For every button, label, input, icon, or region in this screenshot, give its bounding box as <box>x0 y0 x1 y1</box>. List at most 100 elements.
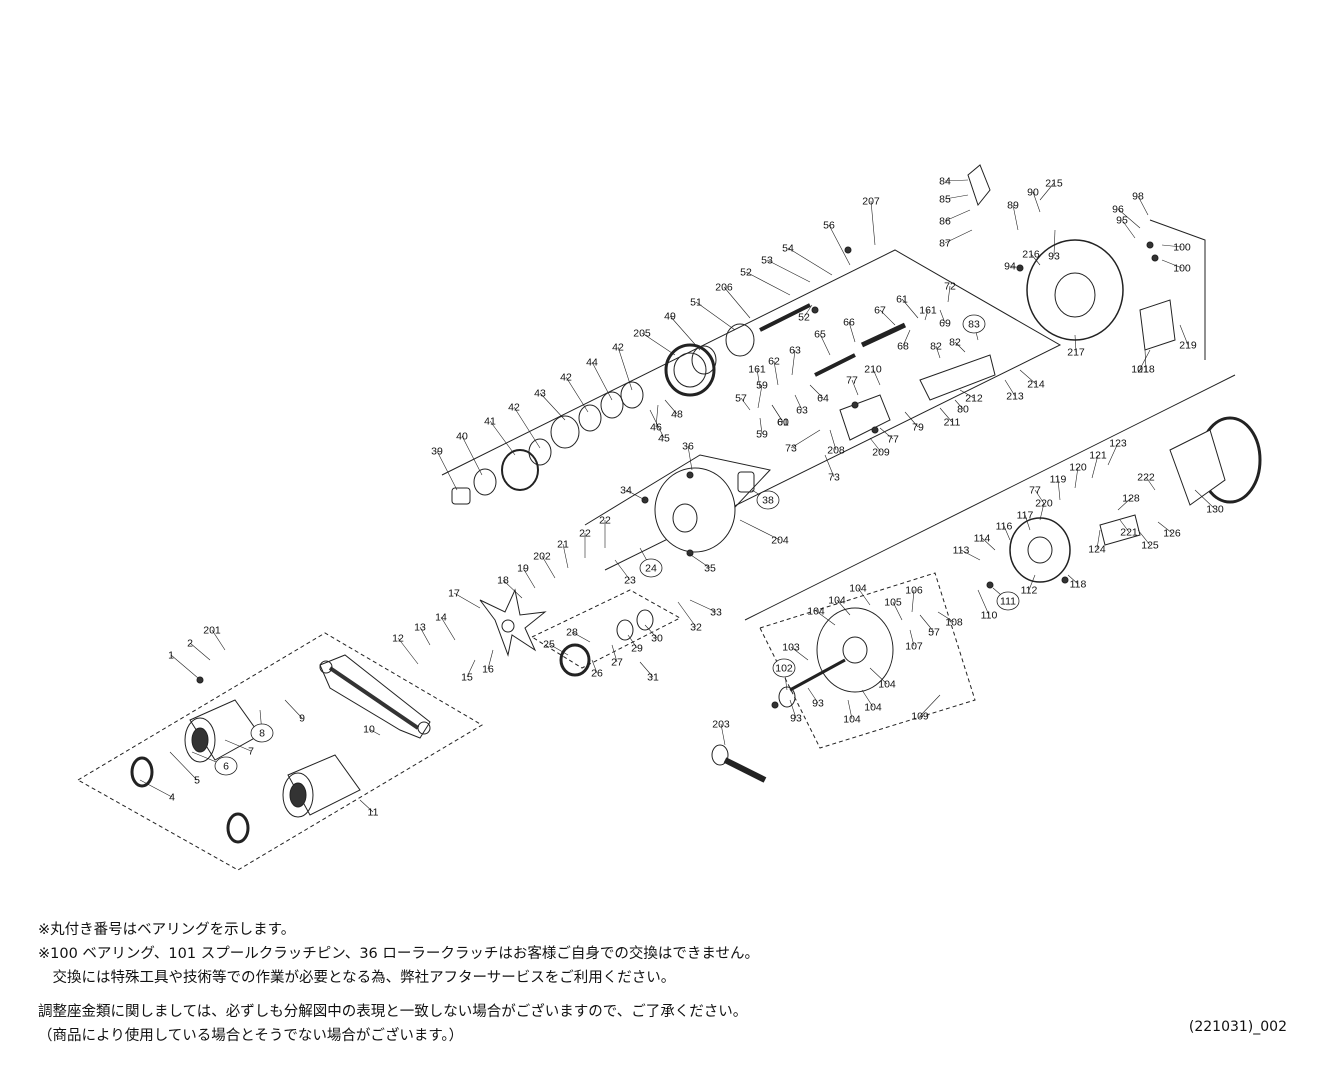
part-label: 29 <box>631 643 643 655</box>
part-label: 207 <box>862 196 880 208</box>
leader-line <box>739 519 781 541</box>
part-label: 82 <box>930 341 942 353</box>
part-label: 31 <box>647 672 659 684</box>
part-label: 218 <box>1137 364 1155 376</box>
leader-line <box>756 368 761 389</box>
part-label: 205 <box>633 328 651 340</box>
part-label: 211 <box>944 417 961 429</box>
part-label: 12 <box>392 633 404 645</box>
part-label: 221 <box>1120 527 1138 539</box>
leader-line <box>1161 259 1183 269</box>
handle-arm <box>319 654 431 739</box>
leader-line <box>1107 442 1119 466</box>
leader-line <box>359 799 374 813</box>
leader-line <box>641 332 676 356</box>
leader-line <box>461 435 483 476</box>
leader-line <box>1139 349 1151 370</box>
part-label: 206 <box>715 282 733 294</box>
leader-line <box>1028 574 1036 591</box>
leader-line <box>720 723 726 746</box>
part-label: 64 <box>817 393 829 405</box>
leader-line <box>959 389 975 399</box>
bearing-marker <box>756 490 780 510</box>
leader-line <box>1032 191 1041 213</box>
part-label: 61 <box>777 417 789 429</box>
leader-line <box>847 699 853 720</box>
part-label: 102 <box>775 663 793 675</box>
part-label: 54 <box>782 243 794 255</box>
leader-line <box>869 437 882 453</box>
leader-line <box>939 309 946 324</box>
gear-48 <box>691 345 717 375</box>
leader-line <box>571 631 591 643</box>
part-label: 104 <box>843 714 861 726</box>
part-label: 108 <box>945 617 963 629</box>
part-label: 104 <box>864 702 882 714</box>
part-label: 116 <box>996 521 1013 533</box>
part-label: 27 <box>611 657 623 669</box>
part-label: 16 <box>482 664 494 676</box>
leader-line <box>815 610 836 626</box>
part-label: 103 <box>782 642 800 654</box>
part-label: 202 <box>533 551 551 563</box>
main-shaft-205 <box>759 303 811 332</box>
leader-line <box>872 368 881 386</box>
part-label: 62 <box>768 356 780 368</box>
leader-line <box>1161 244 1183 248</box>
leader-line <box>944 194 969 200</box>
leader-line <box>790 429 821 449</box>
leader-line <box>924 309 929 321</box>
leader-line <box>757 384 763 409</box>
right-frame-line <box>744 374 1236 621</box>
part-label: 210 <box>864 364 882 376</box>
leader-line <box>790 646 809 661</box>
part-label: 106 <box>905 585 923 597</box>
part-label: 101 <box>1131 364 1149 376</box>
leader-line <box>789 699 797 719</box>
leader-line <box>440 616 456 641</box>
leader-line <box>224 739 252 752</box>
leader-line <box>677 601 697 628</box>
part-label: 203 <box>712 719 730 731</box>
part-label: 93 <box>790 713 802 725</box>
leader-line <box>759 417 763 435</box>
part-label: 87 <box>939 238 951 250</box>
leader-line <box>919 614 935 633</box>
leader-line <box>901 298 919 319</box>
leader-line <box>617 346 633 391</box>
leader-line <box>1004 379 1016 397</box>
bearing-marker <box>772 658 796 678</box>
part-label: 90 <box>1027 187 1039 199</box>
leader-line <box>655 404 659 428</box>
part-label: 212 <box>965 393 983 405</box>
leader-line <box>829 429 837 451</box>
leader-line <box>935 345 941 359</box>
leader-line <box>803 304 813 318</box>
leader-line <box>1057 478 1061 501</box>
part-label: 222 <box>1137 472 1155 484</box>
leader-line <box>745 271 791 296</box>
leader-line <box>1009 265 1023 269</box>
part-label: 65 <box>814 329 826 341</box>
leader-line <box>1053 229 1056 257</box>
leader-line <box>851 379 859 396</box>
part-label: 111 <box>1000 596 1016 608</box>
leader-line <box>911 589 915 613</box>
part-label: 22 <box>579 528 591 540</box>
part-label: 19 <box>517 563 529 575</box>
part-label: 25 <box>543 639 555 651</box>
pinion-49 <box>725 323 755 357</box>
part-label: 120 <box>1069 462 1087 474</box>
leader-line <box>909 629 915 647</box>
leader-line <box>466 659 476 678</box>
leader-line <box>1117 497 1132 511</box>
part-label: 82 <box>949 337 961 349</box>
leader-line <box>794 394 803 411</box>
leader-line <box>879 309 896 326</box>
spool-assembly-outline <box>759 572 976 749</box>
part-label: 56 <box>823 220 835 232</box>
leader-line <box>419 626 431 646</box>
part-label: 68 <box>897 341 909 353</box>
leader-line <box>981 537 996 551</box>
bearing-marker <box>996 591 1020 611</box>
